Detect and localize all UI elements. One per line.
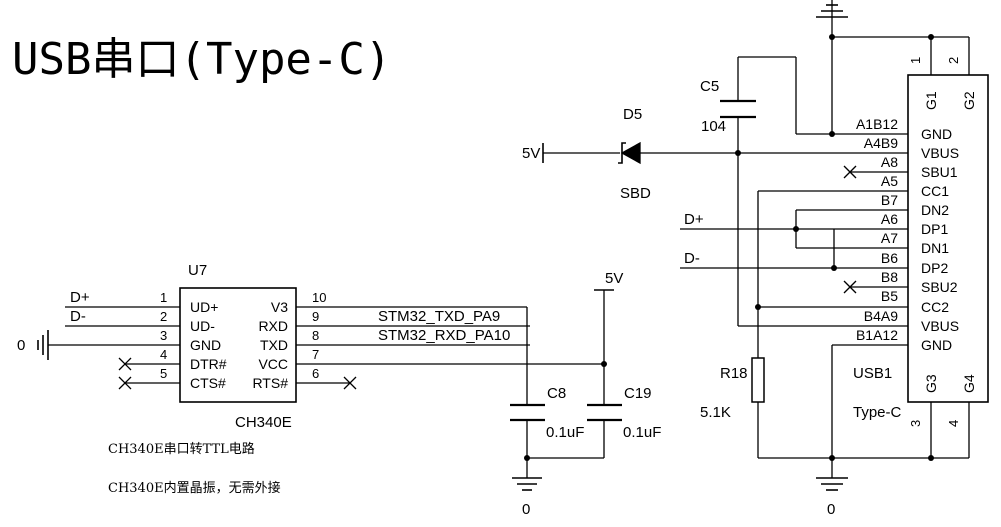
u7-pin-name: TXD [260,337,288,353]
usb-pad-label: B7 [881,192,898,208]
usb-shield-pin-name: G3 [923,374,939,393]
u7-pin-name: CTS# [190,375,226,391]
u7-pin-name: RXD [258,318,288,334]
ground-symbol: 0 [512,458,542,518]
usb-pin-name: DP1 [921,221,948,237]
c19-ref: C19 [624,385,652,402]
c19-value: 0.1uF [623,424,661,441]
u7-pin-num: 6 [312,366,319,381]
ground-symbol: 0 [17,330,125,360]
u7-pin-name: UD- [190,318,215,334]
usb-shield-pin-num: 2 [946,57,961,64]
usb-pad-label: B1A12 [856,327,898,343]
net-label-dp: D+ [70,289,90,306]
ground-symbol: 0 [816,477,848,518]
usb-pad-label: B6 [881,250,898,266]
u7-ref: U7 [188,262,207,279]
usb-shield-pin-num: 4 [946,420,961,427]
no-connect-marks [118,357,357,390]
u7-pin-num: 2 [160,309,167,324]
junction-dot [601,361,607,367]
usb-pad-label: A4B9 [864,135,898,151]
gnd-net-label: 0 [17,337,25,354]
net-label-5v: 5V [605,270,623,287]
c8-ref: C8 [547,385,566,402]
junction-dot [829,34,835,40]
note-line: CH340E内置晶振，无需外接 [108,480,281,496]
u7-pin-name: VCC [258,356,288,372]
usb-pad-label: B8 [881,269,898,285]
net-label-txd: STM32_TXD_PA9 [378,308,500,325]
usb-pin-name: SBU2 [921,279,958,295]
net-label-dm: D- [70,308,86,325]
usb-pad-label: A5 [881,173,898,189]
ch340e-part-label: CH340E [235,414,292,431]
usb-pin-name: VBUS [921,145,959,161]
junction-dot [793,226,799,232]
u7-pin-name: DTR# [190,356,227,372]
usb-shield-pin-name: G1 [923,91,939,110]
usb-pin-name: CC1 [921,183,949,199]
usb-pad-label: B4A9 [864,308,898,324]
capacitor-c19: C19 0.1uF [587,385,661,458]
r18-value: 5.1K [700,404,731,421]
u7-pin-num: 10 [312,290,326,305]
usb-pin-name: SBU1 [921,164,958,180]
junction-dot [755,304,761,310]
u7-pin-num: 4 [160,347,167,362]
u7-pin-name: UD+ [190,299,218,315]
schematic-title: USB串口(Type-C) [12,34,391,85]
u7-pin-num: 3 [160,328,167,343]
net-label-rxd: STM32_RXD_PA10 [378,327,510,344]
usb-shield-pin-num: 3 [908,420,923,427]
usb-pad-label: A8 [881,154,898,170]
ch340e-chip: U7 CH340E 1 2 3 4 5 UD+ UD- GND DTR# CTS… [125,262,350,431]
u7-pin-num: 1 [160,290,167,305]
r18-ref: R18 [720,365,748,382]
usb-pin-name: GND [921,126,952,142]
usb-pin-name: GND [921,337,952,353]
usb-shield-pin-name: G4 [961,374,977,393]
d5-ref: D5 [623,106,642,123]
junction-dot [831,265,837,271]
ground-symbol [816,0,848,37]
usb-pin-name: DN1 [921,240,949,256]
junction-dot [829,455,835,461]
usb1-ref: USB1 [853,365,892,382]
gnd-net-label: 0 [522,501,530,518]
usb-pad-label: A6 [881,211,898,227]
capacitor-c5: C5 104 [700,56,797,153]
usb-pad-label: B5 [881,288,898,304]
c5-value: 104 [701,118,726,135]
u7-pin-num: 9 [312,309,319,324]
usb-pin-name: CC2 [921,299,949,315]
schottky-diode-d5: D5 SBD [618,106,651,202]
d5-value: SBD [620,185,651,202]
net-label-5v: 5V [522,145,540,162]
usb1-part-label: Type-C [853,404,902,421]
u7-pin-name: V3 [271,299,288,315]
net-label-dm: D- [684,250,700,267]
usb-shield-pin-name: G2 [961,91,977,110]
gnd-net-label: 0 [827,501,835,518]
u7-pin-num: 7 [312,347,319,362]
usb-pad-label: A1B12 [856,116,898,132]
resistor-r18: R18 5.1K [700,357,765,421]
usb-pin-name: DP2 [921,260,948,276]
usb-pin-name: VBUS [921,318,959,334]
note-line: CH340E串口转TTL电路 [108,441,255,457]
u7-pin-num: 5 [160,366,167,381]
u7-pin-name: GND [190,337,221,353]
u7-pin-name: RTS# [252,375,288,391]
usb-pin-name: DN2 [921,202,949,218]
usb-type-c-connector: USB1 Type-C 1 2 G1 G2 G3 G4 3 4 GND VBUS… [853,57,989,427]
usb-pad-label: A7 [881,230,898,246]
capacitor-c8: C8 0.1uF [510,385,584,458]
net-label-dp: D+ [684,211,704,228]
u7-pin-num: 8 [312,328,319,343]
c8-value: 0.1uF [546,424,584,441]
c5-ref: C5 [700,78,719,95]
usb-shield-pin-num: 1 [908,57,923,64]
